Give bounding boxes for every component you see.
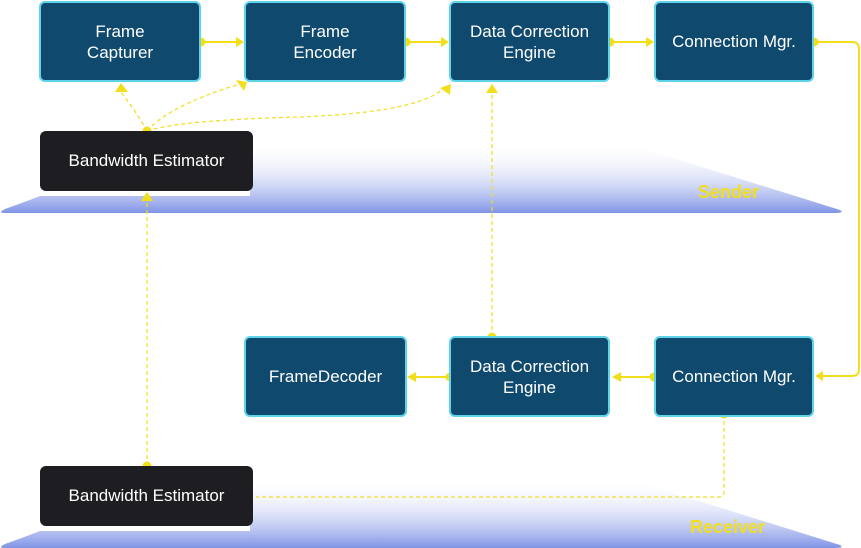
receiver-frame-decoder: FrameDecoder <box>244 336 407 417</box>
feedback-to-capturer <box>120 91 148 132</box>
sender-dce-label: Data Correction Engine <box>469 21 590 62</box>
sender-zone <box>1 143 842 213</box>
sender-zone-label: Sender <box>698 182 760 202</box>
frame-decoder-label: FrameDecoder <box>268 367 383 386</box>
sender-estimator-label: Bandwidth Estimator <box>68 151 225 170</box>
receiver-connmgr-label: Connection Mgr. <box>672 367 796 386</box>
sender-connection-manager: Connection Mgr. <box>654 1 814 82</box>
frame-capturer-label: Frame Capturer <box>86 21 154 62</box>
sender-bandwidth-estimator: Bandwidth Estimator <box>40 131 253 191</box>
receiver-estimator-label: Bandwidth Estimator <box>68 486 225 505</box>
sender-frame-encoder: Frame Encoder <box>244 1 406 82</box>
sender-connmgr-label: Connection Mgr. <box>672 32 796 51</box>
sender-data-correction-engine: Data Correction Engine <box>449 1 610 82</box>
feedback-to-encoder <box>146 83 241 132</box>
receiver-zone <box>1 478 842 548</box>
sender-frame-capturer: Frame Capturer <box>39 1 201 82</box>
frame-encoder-label: Frame Encoder <box>293 21 357 62</box>
receiver-bandwidth-estimator: Bandwidth Estimator <box>40 466 253 526</box>
receiver-dce-label: Data Correction Engine <box>469 356 590 397</box>
receiver-zone-label: Receiver <box>690 517 766 537</box>
arrow-sender-to-receiver <box>814 41 860 377</box>
feedback-connmgr-to-estimator <box>256 414 725 498</box>
receiver-data-correction-engine: Data Correction Engine <box>449 336 610 417</box>
receiver-connection-manager: Connection Mgr. <box>654 336 814 417</box>
feedback-to-dce <box>146 87 445 132</box>
